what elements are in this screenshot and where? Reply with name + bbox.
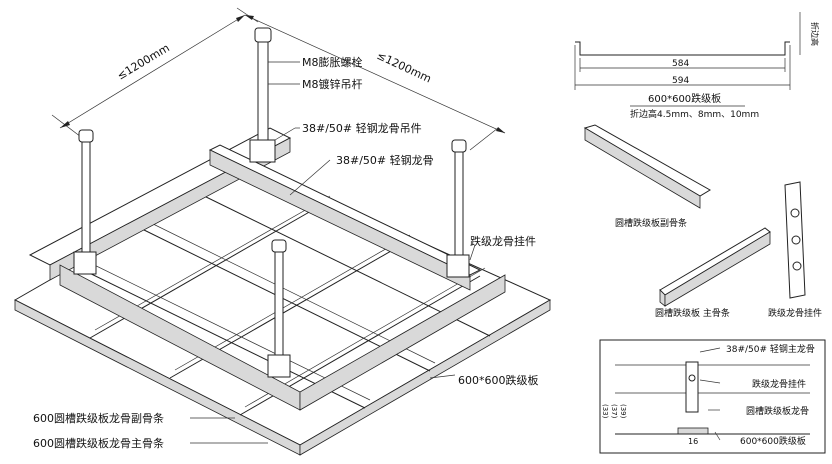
- label-expansion-bolt: M8膨胀螺栓: [302, 55, 363, 69]
- dimension-left-label: ≤1200mm: [115, 41, 172, 82]
- section-width-dim: 16: [688, 437, 698, 446]
- section-dim-2: (37): [610, 404, 618, 419]
- part-hanger-label: 跌级龙骨挂件: [768, 307, 822, 319]
- label-main-keel: 600圆槽跌级板龙骨主骨条: [33, 436, 164, 450]
- profile-title: 600*600跌级板: [648, 92, 721, 105]
- section-panel-label: 600*600跌级板: [740, 435, 806, 447]
- hanger-rods: [73, 27, 470, 378]
- main-isometric-assembly: ≤1200mm ≤1200mm: [13, 7, 552, 456]
- label-panel: 600*600跌级板: [458, 373, 539, 387]
- dimension-right-label: ≤1200mm: [375, 49, 434, 86]
- parts-illustrations: 圆槽跌级板副骨条 圆槽跌级板 主骨条 跌级龙骨挂件: [583, 124, 822, 319]
- part-main-label: 圆槽跌级板 主骨条: [655, 307, 730, 319]
- label-keel-hanger: 38#/50# 轻钢龙骨吊件: [302, 121, 422, 135]
- section-keel-label: 38#/50# 轻钢主龙骨: [726, 343, 815, 355]
- main-keels: [28, 127, 506, 411]
- profile-side-label: 折边高: [810, 22, 820, 46]
- section-dim-3: (39): [619, 404, 627, 419]
- profile-dim-outer: 594: [672, 76, 689, 86]
- section-hanger-label: 跌级龙骨挂件: [752, 378, 806, 390]
- dimension-lines: ≤1200mm ≤1200mm: [51, 7, 506, 151]
- label-hanger-rod: M8镀锌吊杆: [302, 77, 363, 91]
- section-main-keel-label: 圆槽跌级板龙骨: [746, 405, 809, 417]
- profile-note: 折边高4.5mm、8mm、10mm: [630, 108, 759, 120]
- label-secondary-keel: 600圆槽跌级板龙骨副骨条: [33, 411, 164, 425]
- section-dim-1: (33): [601, 404, 609, 419]
- profile-dim-inner: 584: [672, 59, 689, 69]
- leader-lines: [190, 61, 476, 444]
- label-drop-keel-hanger: 跌级龙骨挂件: [470, 234, 536, 248]
- part-secondary-label: 圆槽跌级板副骨条: [615, 217, 687, 229]
- panel-profile: 584 594 600*600跌级板 折边高4.5mm、8mm、10mm 折边高: [574, 12, 820, 120]
- label-keel: 38#/50# 轻钢龙骨: [336, 153, 434, 167]
- section-detail: 38#/50# 轻钢主龙骨 跌级龙骨挂件 圆槽跌级板龙骨 600*600跌级板 …: [599, 339, 826, 454]
